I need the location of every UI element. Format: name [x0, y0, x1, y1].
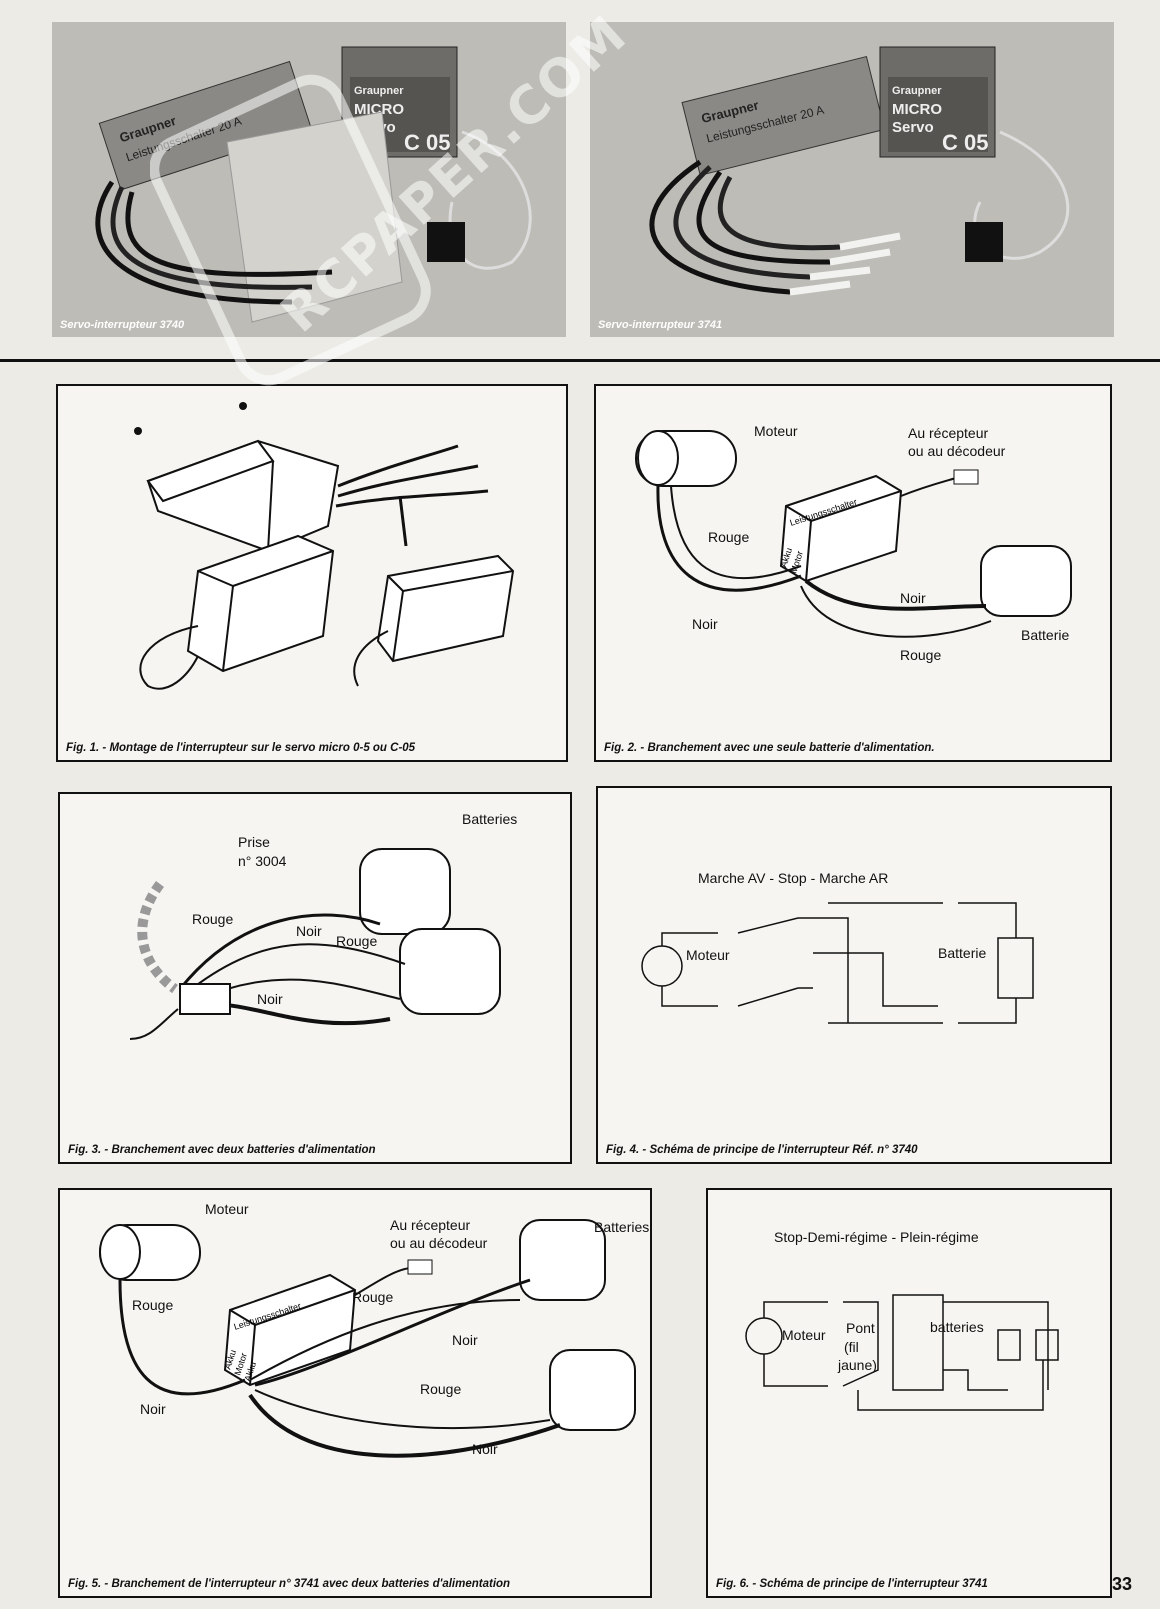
fig2-label-recepteur-2: ou au décodeur: [908, 443, 1006, 459]
fig3-label-noir-2: Noir: [257, 991, 283, 1007]
fig2-label-noir-1: Noir: [692, 616, 718, 632]
photo-servo-3740-illustration: Graupner Leistungsschalter 20 A Graupner…: [52, 22, 566, 337]
fig3-label-rouge-1: Rouge: [192, 911, 233, 927]
fig5-label-rouge-3: Rouge: [420, 1381, 461, 1397]
fig3-label-rouge-2: Rouge: [336, 933, 377, 949]
svg-text:C 05: C 05: [404, 130, 450, 155]
fig3-label-batteries: Batteries: [462, 811, 517, 827]
figure-3-drawing: Prise n° 3004 Batteries Rouge Noir Rouge…: [129, 811, 517, 1040]
fig2-label-noir-2: Noir: [900, 590, 926, 606]
figure-2-caption: Fig. 2. - Branchement avec une seule bat…: [604, 742, 935, 754]
page-number: 33: [1111, 1574, 1132, 1594]
figure-5: Moteur Au récepteur ou au décodeur Batte…: [58, 1188, 652, 1598]
section-divider: [0, 359, 1160, 362]
fig5-label-moteur: Moteur: [205, 1201, 249, 1217]
fig5-label-batteries: Batteries: [594, 1219, 649, 1235]
figure-5-drawing: Moteur Au récepteur ou au décodeur Batte…: [99, 1201, 649, 1458]
fig2-label-recepteur-1: Au récepteur: [908, 425, 988, 441]
svg-text:C 05: C 05: [942, 130, 988, 155]
figure-6-drawing: Stop-Demi-régime - Plein-régime Moteur P…: [745, 1229, 1059, 1411]
fig5-label-noir-2: Noir: [140, 1401, 166, 1417]
photo-servo-3741: Graupner Leistungsschalter 20 A Graupner…: [590, 22, 1114, 337]
fig3-label-prise-1: Prise: [238, 834, 270, 850]
fig5-label-rouge-1: Rouge: [132, 1297, 173, 1313]
svg-text:Graupner: Graupner: [354, 85, 404, 97]
fig4-title: Marche AV - Stop - Marche AR: [698, 870, 888, 886]
figure-4-caption: Fig. 4. - Schéma de principe de l'interr…: [606, 1144, 918, 1156]
figure-4-drawing: Marche AV - Stop - Marche AR Moteur Batt…: [641, 870, 1034, 1024]
photo-caption-3740: Servo-interrupteur 3740: [60, 319, 185, 331]
figure-4: Marche AV - Stop - Marche AR Moteur Batt…: [596, 786, 1112, 1164]
svg-text:Graupner: Graupner: [892, 85, 942, 97]
fig6-label-pont-1: Pont: [846, 1320, 875, 1336]
figure-1: Fig. 1. - Montage de l'interrupteur sur …: [56, 384, 568, 762]
svg-text:Servo: Servo: [892, 119, 934, 136]
photo-servo-3740: Graupner Leistungsschalter 20 A Graupner…: [52, 22, 566, 337]
figure-2-drawing: Moteur Au récepteur ou au décodeur Rouge…: [635, 423, 1072, 663]
fig3-label-prise-2: n° 3004: [238, 853, 287, 869]
fig2-label-moteur: Moteur: [754, 423, 798, 439]
fig6-title: Stop-Demi-régime - Plein-régime: [774, 1229, 979, 1245]
figure-6: Stop-Demi-régime - Plein-régime Moteur P…: [706, 1188, 1112, 1598]
fig3-label-noir-1: Noir: [296, 923, 322, 939]
fig2-label-rouge-2: Rouge: [900, 647, 941, 663]
figure-3: Prise n° 3004 Batteries Rouge Noir Rouge…: [58, 792, 572, 1164]
fig6-label-moteur: Moteur: [782, 1327, 826, 1343]
fig6-label-pont-2: (fil: [844, 1339, 859, 1355]
fig2-label-batterie: Batterie: [1021, 627, 1069, 643]
fig5-label-noir-3: Noir: [472, 1441, 498, 1457]
fig6-label-batteries: batteries: [930, 1319, 984, 1335]
figure-5-caption: Fig. 5. - Branchement de l'interrupteur …: [68, 1578, 511, 1590]
svg-text:MICRO: MICRO: [892, 101, 942, 118]
fig5-label-recepteur-1: Au récepteur: [390, 1217, 470, 1233]
fig5-label-noir-1: Noir: [452, 1332, 478, 1348]
fig6-label-pont-3: jaune): [837, 1357, 877, 1373]
fig5-label-recepteur-2: ou au décodeur: [390, 1235, 488, 1251]
figure-6-caption: Fig. 6. - Schéma de principe de l'interr…: [716, 1578, 988, 1590]
photo-caption-3741: Servo-interrupteur 3741: [598, 319, 723, 331]
fig4-label-batterie: Batterie: [938, 945, 986, 961]
photo-servo-3741-illustration: Graupner Leistungsschalter 20 A Graupner…: [590, 22, 1114, 337]
figure-1-caption: Fig. 1. - Montage de l'interrupteur sur …: [66, 742, 416, 754]
figure-1-drawing: [134, 402, 515, 690]
figure-2: Moteur Au récepteur ou au décodeur Rouge…: [594, 384, 1112, 762]
fig4-label-moteur: Moteur: [686, 947, 730, 963]
fig5-label-rouge-2: Rouge: [352, 1289, 393, 1305]
fig2-label-rouge-1: Rouge: [708, 529, 749, 545]
figure-3-caption: Fig. 3. - Branchement avec deux batterie…: [68, 1144, 376, 1156]
